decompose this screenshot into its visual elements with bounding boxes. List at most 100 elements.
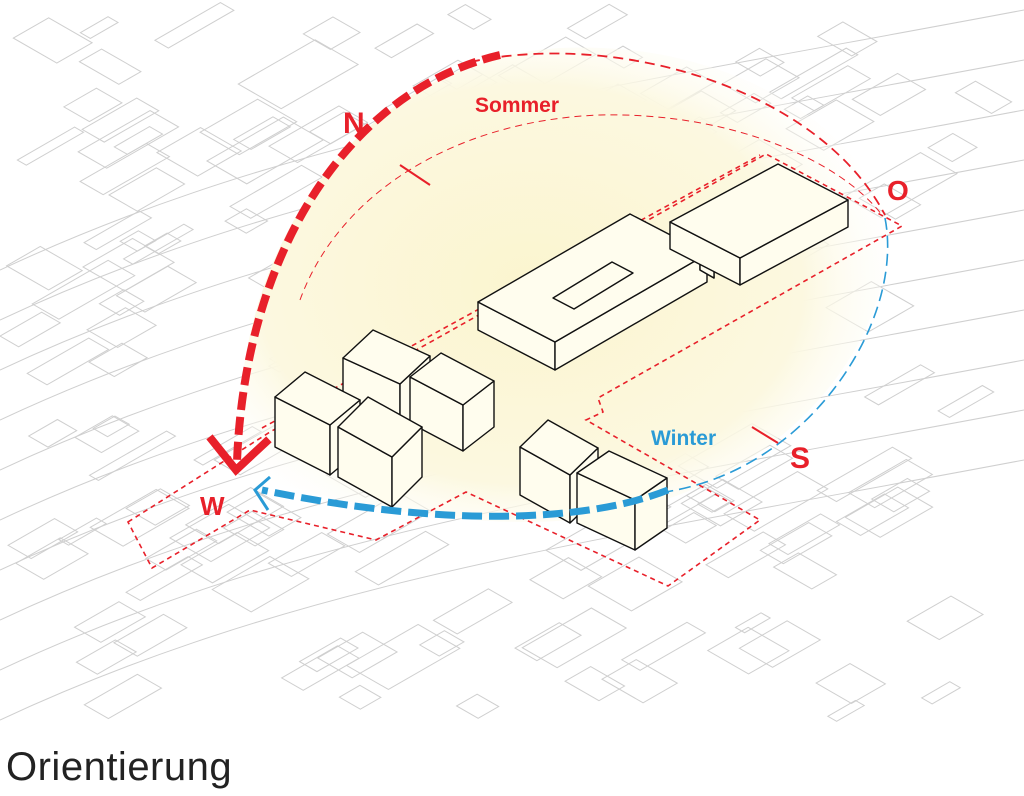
map-block	[863, 364, 936, 406]
map-block	[374, 23, 435, 59]
map-block	[302, 16, 362, 51]
map-block	[418, 630, 465, 657]
map-block	[790, 65, 872, 112]
map-block	[83, 210, 153, 251]
map-block	[205, 116, 325, 185]
map-block	[280, 645, 361, 691]
courtyard	[552, 261, 634, 310]
map-block	[768, 513, 841, 556]
map-block	[153, 2, 235, 49]
map-block	[455, 693, 500, 719]
west-label: W	[200, 491, 225, 521]
buildings	[274, 163, 849, 551]
map-block	[772, 552, 838, 590]
map-block	[73, 601, 147, 643]
map-block	[78, 48, 142, 85]
east-label: O	[887, 175, 909, 206]
cube-building-roof	[342, 329, 431, 385]
winter-arrowhead-icon	[253, 475, 271, 511]
map-block	[920, 681, 962, 705]
map-block	[723, 470, 829, 532]
map-block	[122, 223, 195, 265]
map-block	[587, 556, 684, 612]
winter-arc-thick	[261, 486, 670, 520]
map-block	[155, 126, 243, 177]
summer-arrowhead-icon	[206, 434, 272, 476]
map-block	[816, 21, 878, 57]
map-block	[685, 483, 735, 513]
map-block	[232, 116, 292, 151]
cube-building-roof	[274, 371, 361, 426]
map-block	[31, 259, 136, 320]
summer-label: Sommer	[475, 94, 559, 117]
summer-arc-outer	[469, 52, 886, 216]
map-block	[179, 531, 270, 584]
map-block	[144, 528, 218, 571]
map-block	[521, 607, 628, 669]
map-block	[81, 97, 160, 143]
map-block	[835, 493, 910, 536]
map-block	[620, 621, 707, 671]
map-block	[125, 488, 191, 526]
map-block	[734, 47, 785, 77]
map-block	[601, 658, 679, 704]
map-block	[98, 289, 145, 316]
map-block	[847, 458, 934, 509]
map-block	[82, 237, 176, 292]
map-block	[446, 4, 493, 30]
map-block	[514, 622, 583, 662]
summer-arc-inner	[299, 114, 883, 301]
map-block	[338, 684, 382, 710]
south-label: S	[790, 442, 810, 475]
winter-arc-thin	[664, 217, 889, 493]
map-block	[73, 415, 140, 454]
map-block	[224, 208, 269, 234]
cube-building-roof	[519, 419, 599, 476]
cube-building-roof	[337, 396, 423, 458]
map-block	[704, 531, 787, 579]
map-block	[229, 164, 324, 219]
cube-building-roof	[409, 352, 495, 406]
map-block	[906, 595, 985, 641]
map-block	[566, 3, 629, 40]
summer-arc-thick	[233, 51, 501, 463]
map-block	[870, 477, 931, 513]
map-block	[662, 512, 718, 544]
cube-building-roof	[576, 450, 668, 501]
map-block	[738, 620, 822, 668]
summer-tick	[399, 164, 431, 186]
map-block	[345, 623, 461, 691]
map-block	[108, 167, 186, 212]
map-block	[89, 488, 190, 547]
site-boundary	[126, 153, 904, 587]
map-block	[88, 342, 149, 378]
map-block	[125, 556, 204, 602]
map-block	[199, 98, 298, 156]
page-title: Orientierung	[6, 745, 233, 789]
map-block	[16, 126, 85, 166]
map-block	[815, 663, 887, 704]
map-block	[851, 72, 927, 117]
winter-tick	[751, 426, 779, 444]
map-block	[927, 132, 978, 163]
map-block	[768, 47, 859, 100]
map-block	[113, 126, 164, 155]
map-block	[734, 612, 772, 634]
map-block	[5, 245, 84, 291]
map-block	[826, 699, 866, 722]
map-block	[86, 307, 158, 348]
map-block	[143, 232, 182, 255]
map-block	[937, 384, 995, 418]
map-block	[77, 109, 180, 169]
map-block	[0, 311, 62, 348]
map-road-line	[0, 459, 1024, 721]
north-label: N	[343, 107, 365, 140]
map-block	[222, 510, 285, 547]
map-block	[267, 105, 369, 164]
map-block	[14, 537, 90, 580]
orientation-diagram: N O S W Sommer Winter	[0, 2, 1024, 722]
map-block	[528, 557, 603, 600]
map-block	[92, 415, 131, 438]
map-block	[316, 631, 399, 679]
map-block	[168, 503, 271, 563]
